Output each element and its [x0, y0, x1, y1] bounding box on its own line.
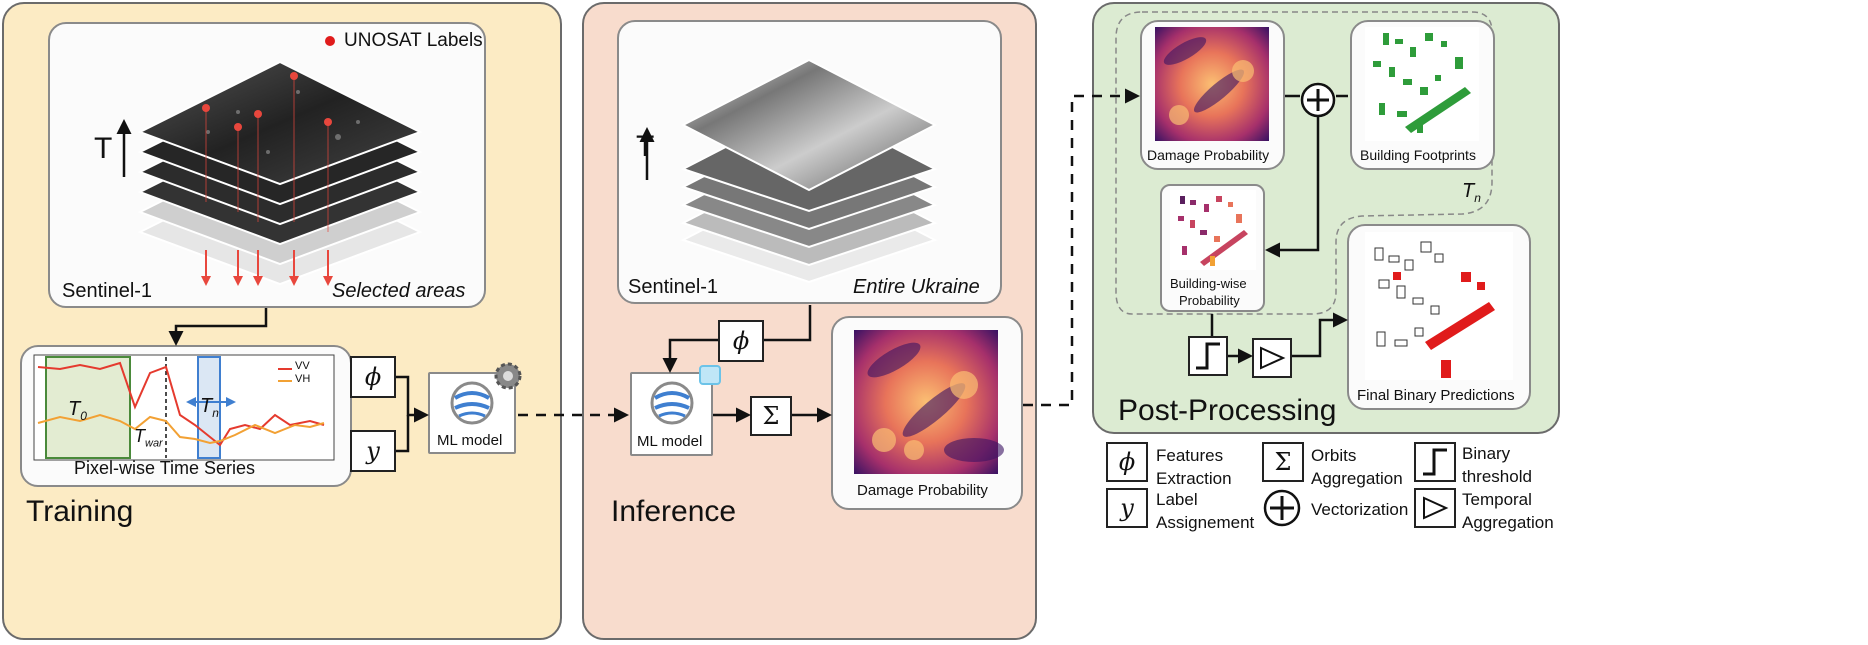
vv-legend: VV	[295, 360, 310, 372]
training-sar-stack	[116, 36, 423, 286]
post-damage-map	[1155, 27, 1269, 141]
building-wise-label-1: Building-wise	[1170, 276, 1247, 291]
binary-threshold-icon	[1423, 448, 1447, 476]
legend-y-box: y	[1106, 488, 1148, 528]
time-series-title: Pixel-wise Time Series	[74, 458, 256, 478]
inference-title: Inference	[611, 495, 737, 528]
training-time-axis-label: T	[94, 132, 113, 165]
training-phi-box: ϕ	[350, 356, 396, 398]
globe-icon	[450, 381, 494, 425]
inference-output-label: Damage Probability	[857, 482, 988, 499]
time-series-chart	[33, 354, 335, 461]
final-predictions-label: Final Binary Predictions	[1357, 387, 1515, 404]
final-predictions-map	[1365, 232, 1513, 380]
t0-label: T0	[68, 398, 87, 423]
legend-sigma-box: Σ	[1262, 442, 1304, 482]
globe-icon	[650, 381, 694, 425]
post-processing-title: Post-Processing	[1118, 394, 1337, 427]
temporal-aggregation-box	[1252, 338, 1292, 378]
inference-time-axis-label: T	[636, 130, 655, 163]
inference-sigma-box: Σ	[750, 396, 792, 436]
tn-label: Tn	[200, 395, 219, 420]
damage-probability-map	[854, 330, 1004, 474]
inference-ml-model-label: ML model	[637, 433, 703, 450]
post-tn-label: Tn	[1462, 180, 1481, 205]
ice-cube-icon	[699, 365, 721, 385]
inference-source-label: Sentinel-1	[628, 276, 719, 298]
twar-label: Twar	[134, 426, 163, 450]
legend-vector-text: Vectorization	[1311, 500, 1409, 519]
building-wise-label-2: Probability	[1179, 293, 1240, 308]
gear-icon	[494, 362, 522, 390]
temporal-aggregation-icon	[1423, 496, 1449, 520]
building-footprints-map	[1365, 27, 1479, 141]
vh-legend: VH	[295, 373, 311, 385]
inference-phi-box: ϕ	[718, 320, 764, 362]
legend-vectorization-icon	[1263, 489, 1301, 527]
legend-binary-box	[1414, 442, 1456, 482]
legend-phi-box: ϕ	[1106, 442, 1148, 482]
training-ml-model-label: ML model	[437, 432, 503, 449]
inference-sar-stack	[639, 58, 938, 284]
binary-threshold-icon	[1196, 342, 1220, 370]
inference-area-label: Entire Ukraine	[853, 276, 980, 298]
temporal-aggregation-icon	[1260, 346, 1286, 370]
building-wise-map	[1170, 190, 1256, 270]
training-y-box: y	[350, 430, 396, 472]
training-title: Training	[26, 495, 134, 528]
training-source-label: Sentinel-1	[62, 280, 153, 302]
binary-threshold-box	[1188, 336, 1228, 376]
legend-temporal-box	[1414, 488, 1456, 528]
unosat-legend-label: UNOSAT Labels	[344, 30, 483, 51]
post-damage-label: Damage Probability	[1147, 147, 1270, 163]
training-area-label: Selected areas	[332, 280, 466, 302]
building-footprints-label: Building Footprints	[1360, 147, 1476, 163]
